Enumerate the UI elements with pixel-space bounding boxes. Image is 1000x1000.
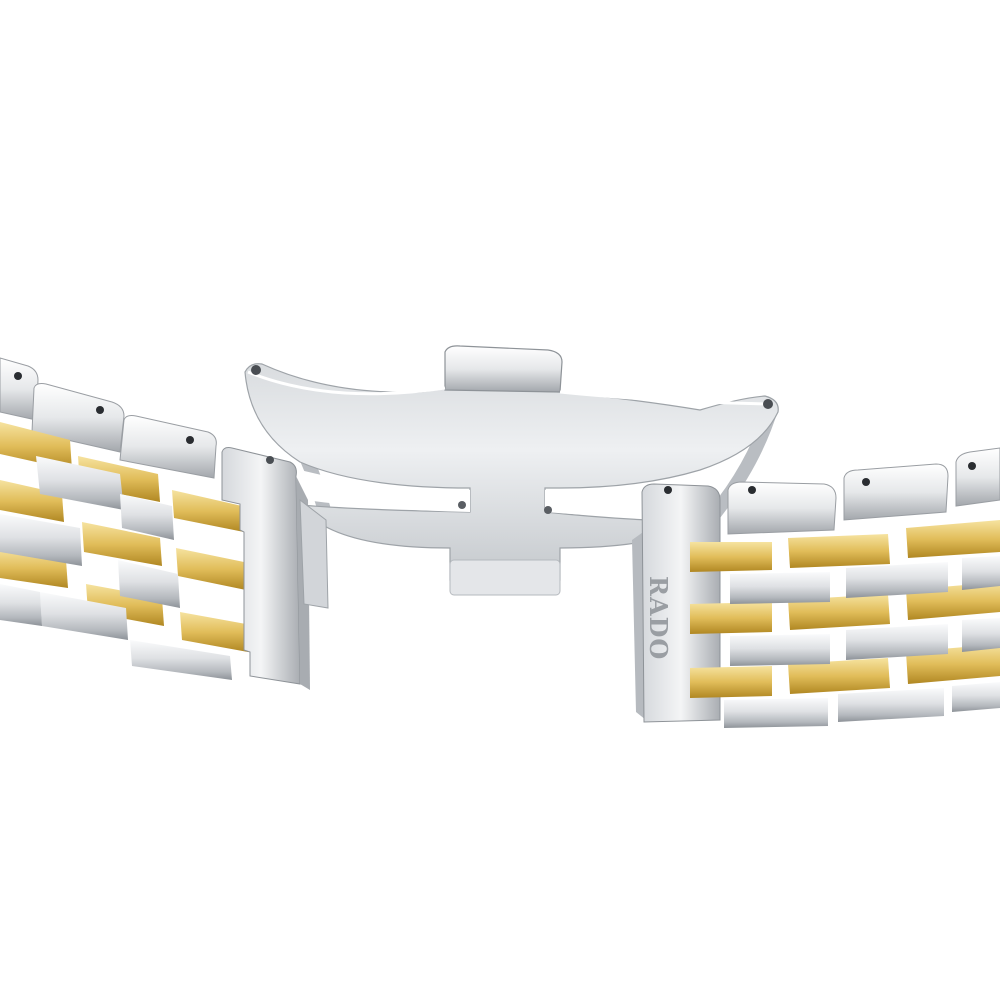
clasp-pin-icon — [544, 506, 552, 514]
clasp-screw-icon — [763, 399, 773, 409]
screw-icon — [266, 456, 274, 464]
left-steel-links — [0, 456, 232, 680]
left-end-link — [221, 447, 329, 690]
bracelet-left — [0, 357, 329, 690]
clasp-rim-highlight-left — [247, 370, 446, 396]
clasp-cutout-left — [300, 470, 470, 512]
right-top-links — [727, 447, 1000, 535]
clasp-bottom-tab — [449, 559, 561, 596]
screw-icon — [664, 486, 672, 494]
clasp-rim-highlight-right — [559, 390, 771, 406]
left-top-links — [0, 357, 217, 479]
brand-engraving: RADO — [644, 576, 673, 660]
clasp-pin-icon — [458, 501, 466, 509]
left-gold-links — [0, 422, 248, 652]
bracelet-right: RADO — [632, 447, 1000, 728]
right-gold-links — [690, 520, 1000, 698]
right-steel-links — [724, 556, 1000, 728]
clasp-screw-icon — [251, 365, 261, 375]
clasp-push-button — [444, 345, 563, 393]
